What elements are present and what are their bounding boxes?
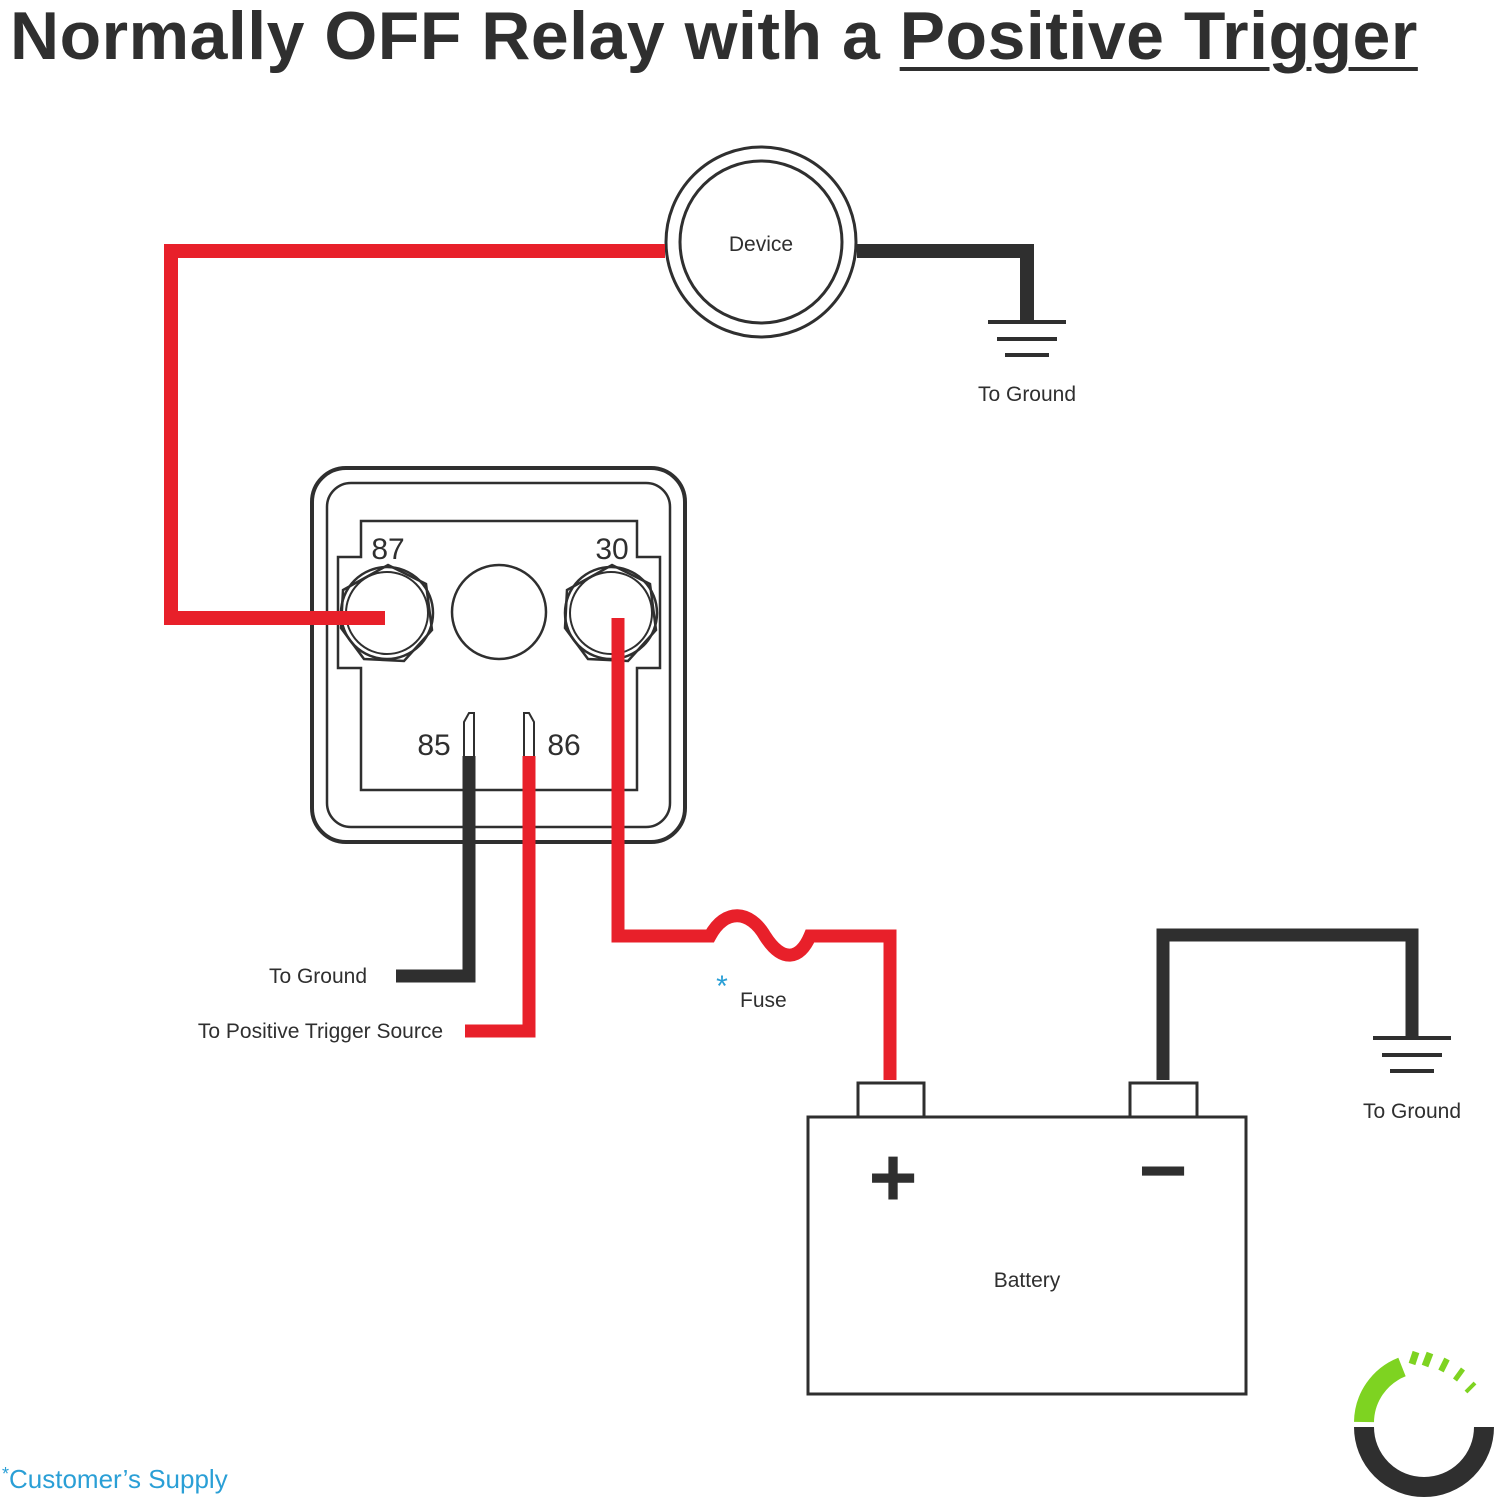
- terminal-87: [339, 563, 435, 663]
- relay-ground-label: To Ground: [269, 965, 367, 988]
- battery-body: [806, 1115, 1248, 1396]
- device-inner-ring: [678, 159, 844, 325]
- terminal-30-stud-outer: [563, 565, 659, 661]
- battery-ground-label: To Ground: [1363, 1100, 1461, 1123]
- device-ground-label: To Ground: [978, 383, 1076, 406]
- title-main: Normally OFF Relay with a: [10, 0, 900, 74]
- trigger-source-label: To Positive Trigger Source: [198, 1020, 443, 1043]
- device-label: Device: [729, 233, 793, 256]
- trigger-source-wire: [465, 756, 536, 1038]
- relay-face-outline: [336, 519, 662, 792]
- relay-center-marker: [450, 563, 548, 661]
- pin-87-label: 87: [371, 533, 404, 566]
- relay-inner-body: [325, 481, 672, 829]
- footnote: *Customer’s Supply: [2, 1464, 228, 1495]
- battery-negative-post: [1128, 1081, 1199, 1120]
- relay: 87 30 85 86: [310, 466, 687, 844]
- terminal-30: [563, 563, 659, 663]
- title-emphasis: Positive Trigger: [899, 0, 1418, 74]
- battery-label: Battery: [994, 1269, 1061, 1292]
- page-title: Normally OFF Relay with a Positive Trigg…: [10, 0, 1418, 78]
- ground-symbol-icon: [1373, 1036, 1451, 1073]
- footnote-marker: *: [2, 1464, 10, 1484]
- pin-86-label: 86: [547, 729, 580, 762]
- battery-positive-post: [856, 1081, 926, 1120]
- device-positive-wire: [164, 244, 665, 625]
- logo-icon: [1354, 1350, 1494, 1497]
- battery: + − Battery: [806, 1081, 1248, 1396]
- pin-86-spade: [523, 712, 535, 758]
- terminal-30-stud-inner: [569, 571, 653, 655]
- device: Device: [664, 145, 858, 339]
- pin-30-label: 30: [595, 533, 628, 566]
- battery-positive-wire: [611, 618, 897, 1080]
- footnote-text: Customer’s Supply: [9, 1464, 228, 1494]
- device-ground-wire: [857, 244, 1034, 322]
- fuse-asterisk: *: [716, 970, 728, 1003]
- pin-85-label: 85: [417, 729, 450, 762]
- battery-negative-symbol: −: [1138, 1123, 1187, 1217]
- fuse-label: Fuse: [740, 989, 787, 1012]
- battery-positive-symbol: +: [868, 1130, 917, 1224]
- relay-ground-wire: [396, 756, 476, 983]
- ground-symbol-icon: [988, 320, 1066, 357]
- pin-85-spade: [463, 712, 475, 758]
- battery-ground-wire: [1156, 928, 1419, 1080]
